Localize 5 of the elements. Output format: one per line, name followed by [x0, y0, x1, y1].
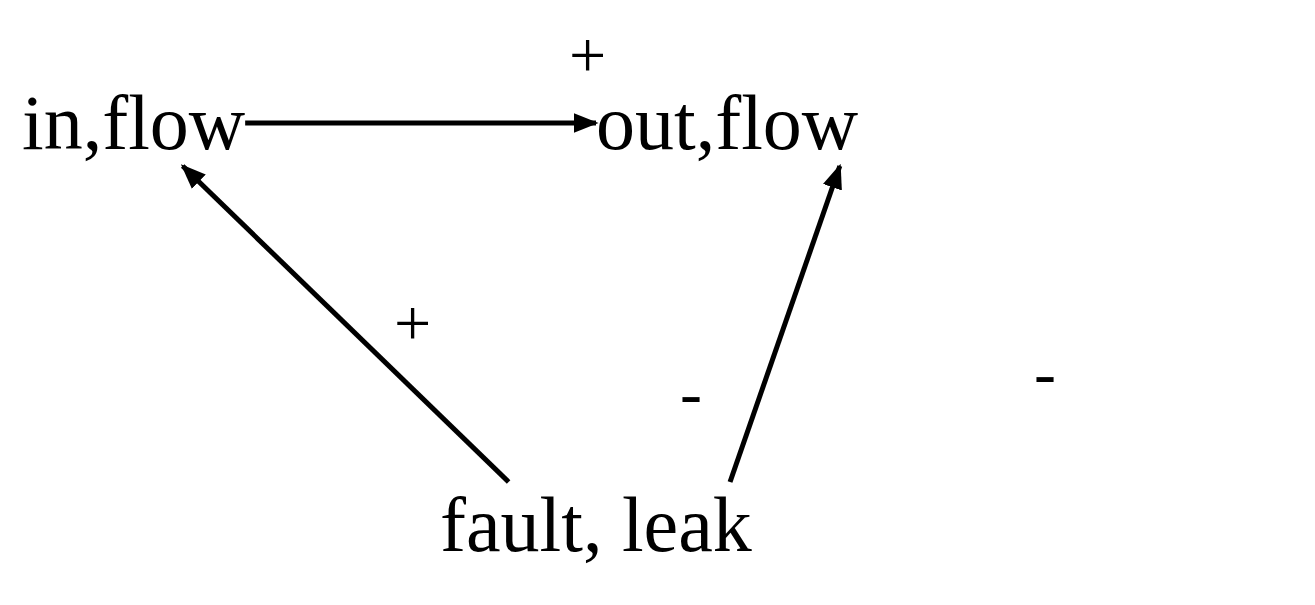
node-text: fault, leak	[440, 482, 752, 568]
arrow	[180, 164, 511, 484]
node-text: in,flow	[22, 80, 246, 166]
arrow	[245, 113, 599, 133]
arrow	[727, 163, 843, 483]
